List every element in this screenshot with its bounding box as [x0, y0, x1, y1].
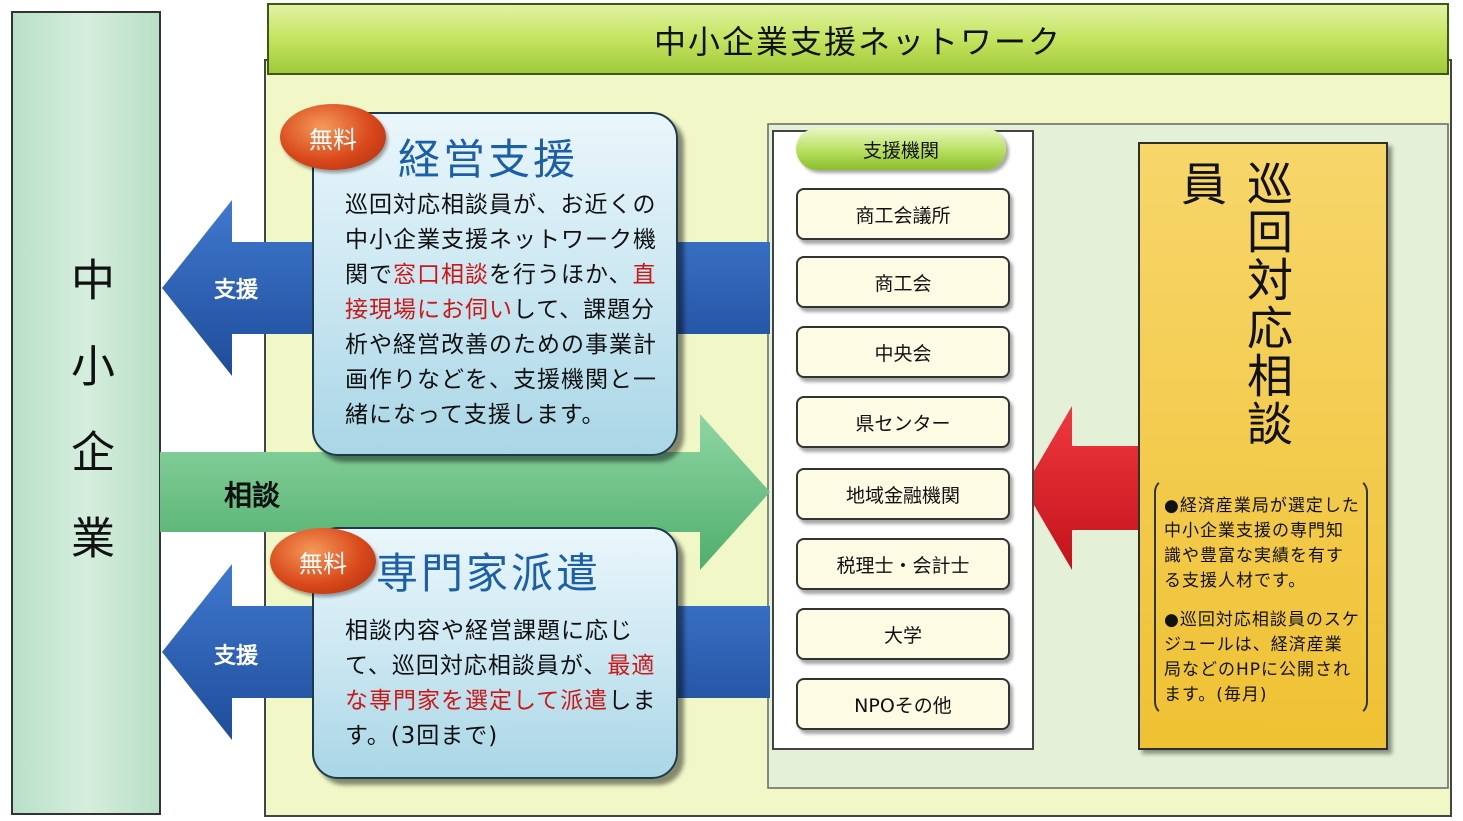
support-org-item: 税理士・会計士 [796, 538, 1010, 590]
advisor-note-profile: ●経済産業局が選定した中小企業支援の専門知識や豊富な実績を有する支援人材です。 [1164, 496, 1360, 591]
support-arrow-top-label: 支援 [214, 278, 259, 303]
consult-arrow-label: 相談 [224, 479, 281, 512]
support-org-item: 大学 [796, 608, 1010, 660]
support-org-item: 商工会 [796, 256, 1010, 308]
management-body-text: を行うほか、 [489, 262, 633, 288]
management-body-text: して、課題分析や経営改善のための事業計画作りなどを、支援機関と一緒になって支援し… [345, 297, 657, 428]
management-body-highlight-text: 窓口相談 [393, 262, 489, 288]
support-org-item: 県センター [796, 396, 1010, 448]
management-support-box [312, 112, 678, 456]
management-support-description: 巡回対応相談員が、お近くの中小企業支援ネットワーク機関で窓口相談を行うほか、直接… [345, 188, 663, 433]
support-org-item: NPOその他 [796, 678, 1010, 730]
management-body-highlight-text: 直接現場にお伺い [345, 262, 657, 323]
advisor-arrow [1024, 406, 1140, 570]
advisor-note: ●経済産業局が選定した中小企業支援の専門知識や豊富な実績を有する支援人材です。 … [1154, 478, 1368, 716]
management-free-badge: 無料 [280, 104, 386, 170]
advisor-title: 巡回対応相談員 [1174, 160, 1294, 448]
management-support-title: 経営支援 [398, 135, 579, 184]
expert-dispatch-title: 専門家派遣 [376, 549, 602, 598]
sme-column [11, 11, 161, 815]
management-body-text: 巡回対応相談員が、お近くの中小企業支援ネットワーク機関で [345, 192, 657, 288]
network-title-bar [267, 3, 1449, 75]
expert-dispatch-description: 相談内容や経営課題に応じて、巡回対応相談員が、最適な専門家を選定して派遣します。… [345, 614, 663, 754]
advisor-panel [1138, 142, 1388, 750]
network-title: 中小企業支援ネットワーク [653, 23, 1062, 61]
support-orgs-header: 支援機関 [796, 128, 1006, 170]
sme-column-label-area: 中小企業 [16, 12, 160, 812]
support-org-item: 地域金融機関 [796, 468, 1010, 520]
expert-body-highlight-text: 最適な専門家を選定して派遣 [345, 653, 656, 714]
support-arrow-bottom-label: 支援 [214, 644, 259, 669]
support-org-item: 商工会議所 [796, 188, 1010, 240]
expert-body-text: 相談内容や経営課題に応じて、巡回対応相談員が、 [345, 618, 633, 679]
advisor-note-schedule: ●巡回対応相談員のスケジュールは、経済産業局などのHPに公開されます。(毎月) [1164, 610, 1360, 705]
expert-free-badge: 無料 [270, 528, 376, 594]
support-org-item: 中央会 [796, 326, 1010, 378]
expert-body-text: します。(3回まで) [345, 688, 657, 749]
sme-label: 中小企業 [63, 257, 114, 601]
